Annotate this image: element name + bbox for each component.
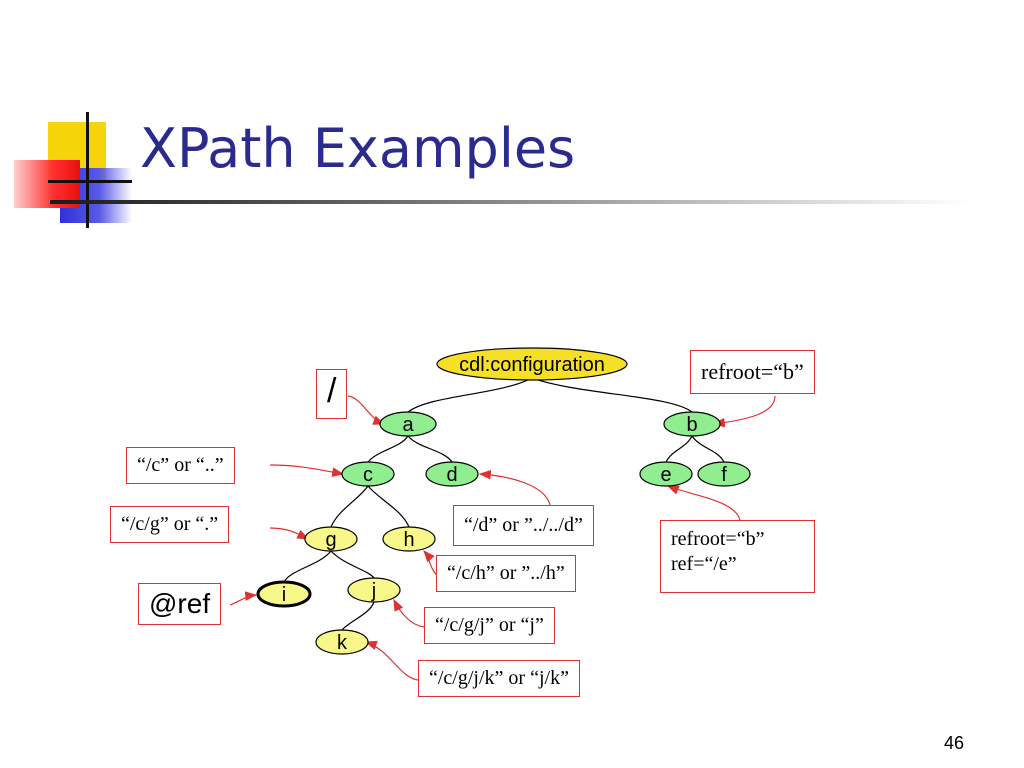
- node-g: g: [304, 526, 358, 552]
- annotation-i-ref: @ref: [138, 583, 222, 625]
- tree-edges: [283, 377, 725, 631]
- edge-g-j: [330, 550, 375, 579]
- title-underline: [50, 200, 970, 204]
- arrow-i-ref: [229, 591, 258, 606]
- node-c: c: [341, 461, 395, 487]
- annotation-k-path: “/c/g/j/k” or “j/k”: [418, 660, 580, 697]
- node-root-label: cdl:configuration: [459, 354, 605, 376]
- annotation-c-path: “/c” or “..”: [126, 447, 235, 484]
- arrow-j-path: [393, 598, 425, 628]
- node-d-label: d: [446, 464, 457, 486]
- node-j-label: j: [371, 580, 376, 602]
- node-g-label: g: [325, 529, 336, 551]
- edge-g-i: [283, 550, 332, 583]
- annotation-root-slash: /: [316, 369, 348, 419]
- decor-horizontal-line: [48, 180, 132, 183]
- edge-root-a: [407, 377, 533, 413]
- annotation-g-path: “/c/g” or “.”: [110, 506, 230, 543]
- node-f-label: f: [721, 464, 727, 486]
- annotation-refroot-b: refroot=“b”: [690, 350, 815, 394]
- annotation-h-path: “/c/h” or ”../h”: [436, 555, 576, 592]
- edge-a-c: [367, 435, 409, 463]
- node-k: k: [315, 629, 369, 655]
- node-a-label: a: [402, 414, 414, 436]
- arrow-c-path: [269, 464, 345, 477]
- node-h: h: [382, 526, 436, 552]
- edge-c-g: [330, 485, 369, 528]
- annotation-j-path: “/c/g/j” or “j”: [424, 607, 555, 644]
- edge-c-h: [367, 485, 410, 528]
- node-b-label: b: [686, 414, 697, 436]
- arrow-d-path: [478, 469, 551, 506]
- decor-vertical-line: [86, 112, 89, 228]
- node-j: j: [347, 577, 401, 603]
- node-i: i: [256, 580, 312, 608]
- page-number: 46: [943, 733, 964, 753]
- arrow-e-ref: [666, 485, 741, 521]
- edge-root-b: [531, 377, 693, 413]
- arrow-slash-a: [347, 395, 386, 425]
- node-b: b: [663, 411, 721, 437]
- node-h-label: h: [403, 529, 414, 551]
- edge-a-d: [407, 435, 453, 463]
- node-c-label: c: [363, 464, 373, 486]
- node-e-label: e: [660, 464, 671, 486]
- node-f: f: [697, 461, 751, 487]
- node-i-label: i: [282, 584, 286, 606]
- node-e: e: [639, 461, 693, 487]
- edge-j-k: [341, 601, 375, 631]
- arrow-refroot-b: [712, 395, 776, 428]
- node-root-shape: [436, 347, 628, 381]
- annotation-d-path: “/d” or ”../../d”: [453, 505, 594, 546]
- arrow-g-path: [269, 527, 310, 540]
- annotation-e-ref: refroot=“b” ref=“/e”: [660, 520, 815, 593]
- edge-b-e: [665, 435, 693, 463]
- slide-title: XPath Examples: [140, 117, 576, 180]
- arrow-k-path: [364, 640, 419, 681]
- node-a: a: [379, 411, 437, 437]
- node-root: cdl:configuration: [436, 347, 628, 381]
- node-d: d: [425, 461, 479, 487]
- node-k-label: k: [337, 632, 348, 654]
- edge-b-f: [691, 435, 725, 463]
